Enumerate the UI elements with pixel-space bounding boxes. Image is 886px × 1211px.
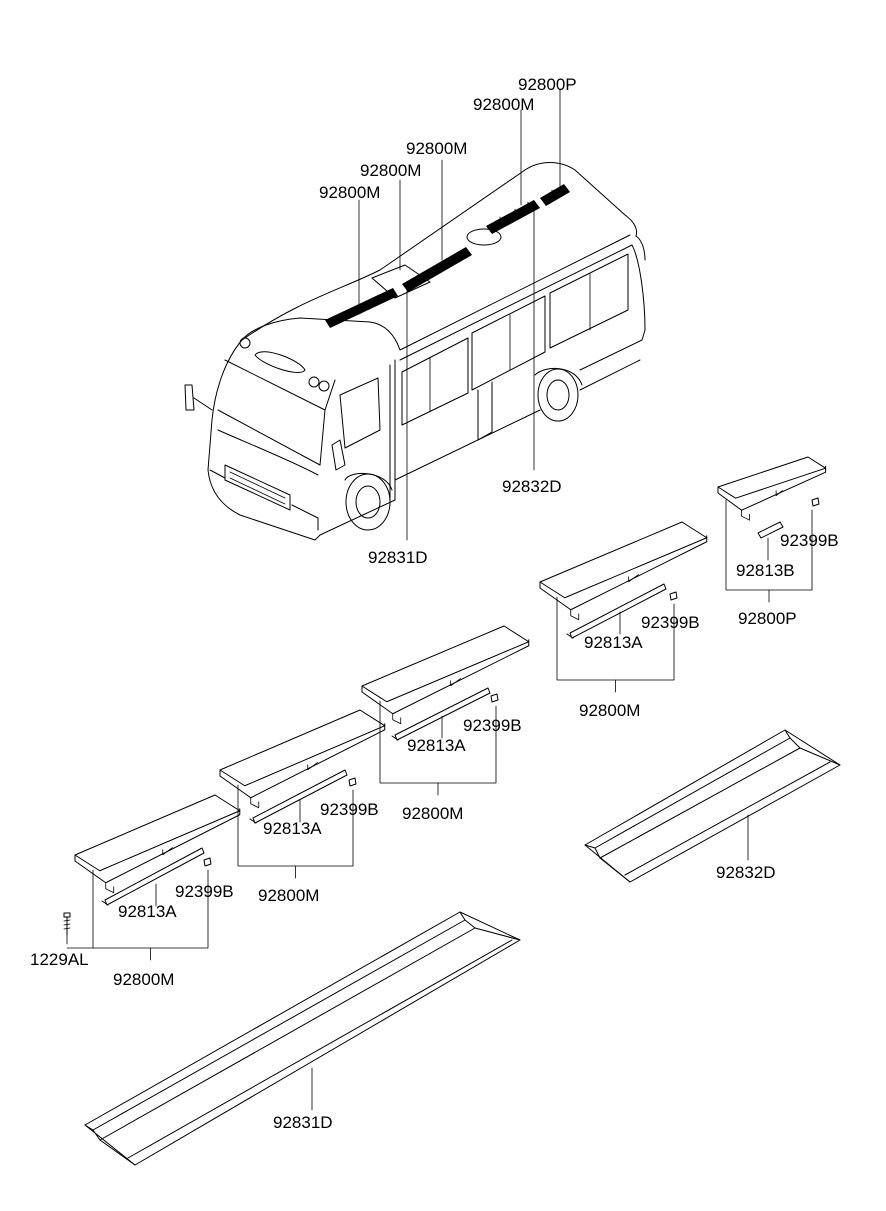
label-g5-92399B: 92399B bbox=[780, 531, 839, 550]
panel-assembly-g2 bbox=[219, 709, 386, 879]
screw-1229AL-icon bbox=[63, 912, 71, 945]
label-g3-92399B: 92399B bbox=[463, 716, 522, 735]
lamp-rod-g5 bbox=[757, 521, 784, 539]
panel-assembly-g3 bbox=[361, 625, 530, 796]
panel-g4-top bbox=[539, 521, 708, 599]
panel-g3-tab2 bbox=[450, 678, 461, 687]
label-roof-92800M-c: 92800M bbox=[406, 139, 467, 158]
label-trim-92832D: 92832D bbox=[716, 863, 776, 882]
panel-g3-tab bbox=[392, 713, 402, 725]
label-g2-92813A: 92813A bbox=[263, 819, 322, 838]
lamp-rod-end-g3 bbox=[391, 735, 399, 741]
bus-illustration bbox=[184, 162, 646, 541]
bus-leaders bbox=[358, 89, 561, 541]
panel-assembly-g1 bbox=[66, 794, 241, 961]
label-roof-92800M-b: 92800M bbox=[360, 161, 421, 180]
panel-g3-top bbox=[361, 625, 530, 703]
label-roof-92800P: 92800P bbox=[518, 75, 577, 94]
lamp-rod-end-g2 bbox=[249, 818, 257, 824]
callout-labels: 92800P 92800M 92800M 92800M 92800M 92832… bbox=[30, 75, 839, 1132]
panel-g1-tab2 bbox=[162, 847, 173, 856]
label-roof-92832D: 92832D bbox=[502, 477, 562, 496]
panel-g4-tab2 bbox=[628, 574, 639, 583]
clip-g2-icon bbox=[348, 777, 357, 787]
label-roof-92800M-a: 92800M bbox=[319, 183, 380, 202]
lamp-rod-end-g4 bbox=[566, 633, 574, 639]
label-g5-92813B: 92813B bbox=[736, 561, 795, 580]
clip-g4-icon bbox=[669, 591, 678, 601]
label-g3-92813A: 92813A bbox=[407, 736, 466, 755]
label-g2-92800M: 92800M bbox=[258, 886, 319, 905]
label-g3-92800M: 92800M bbox=[402, 804, 463, 823]
panel-g1-top bbox=[74, 794, 241, 872]
panel-g4-tab bbox=[570, 609, 580, 621]
panel-g5-lip bbox=[717, 465, 827, 511]
clip-g5-icon bbox=[811, 497, 820, 507]
label-g4-92813A: 92813A bbox=[584, 633, 643, 652]
label-g1-92800M: 92800M bbox=[113, 970, 174, 989]
panel-g5-tab2 bbox=[775, 490, 783, 497]
panel-g1-tab bbox=[105, 882, 115, 894]
label-g1-1229AL: 1229AL bbox=[30, 950, 89, 969]
label-g1-92813A: 92813A bbox=[118, 902, 177, 921]
panel-g5-tab bbox=[741, 509, 750, 521]
label-g1-92399B: 92399B bbox=[175, 882, 234, 901]
label-roof-92800M-d: 92800M bbox=[473, 95, 534, 114]
panel-g2-top bbox=[219, 709, 386, 787]
label-g2-92399B: 92399B bbox=[320, 800, 379, 819]
lamp-rod-end-g1 bbox=[101, 900, 109, 906]
panel-g5-top bbox=[717, 456, 827, 499]
panel-assembly-g4 bbox=[539, 521, 708, 693]
label-roof-92831D: 92831D bbox=[368, 548, 428, 567]
trim-92831D-shape bbox=[84, 911, 521, 1166]
roof-trim-panels bbox=[66, 456, 827, 961]
panel-g2-tab bbox=[250, 797, 260, 809]
label-trim-92831D: 92831D bbox=[273, 1113, 333, 1132]
trim-92832D-shape bbox=[584, 729, 841, 883]
trim-leaders bbox=[311, 814, 749, 1111]
label-g5-92800P: 92800P bbox=[738, 609, 797, 628]
panel-g2-tab2 bbox=[307, 762, 318, 771]
label-g4-92399B: 92399B bbox=[641, 613, 700, 632]
clip-g3-icon bbox=[490, 693, 499, 703]
panel-assembly-g5 bbox=[717, 456, 827, 603]
clip-g1-icon bbox=[203, 857, 212, 867]
label-g4-92800M: 92800M bbox=[579, 701, 640, 720]
